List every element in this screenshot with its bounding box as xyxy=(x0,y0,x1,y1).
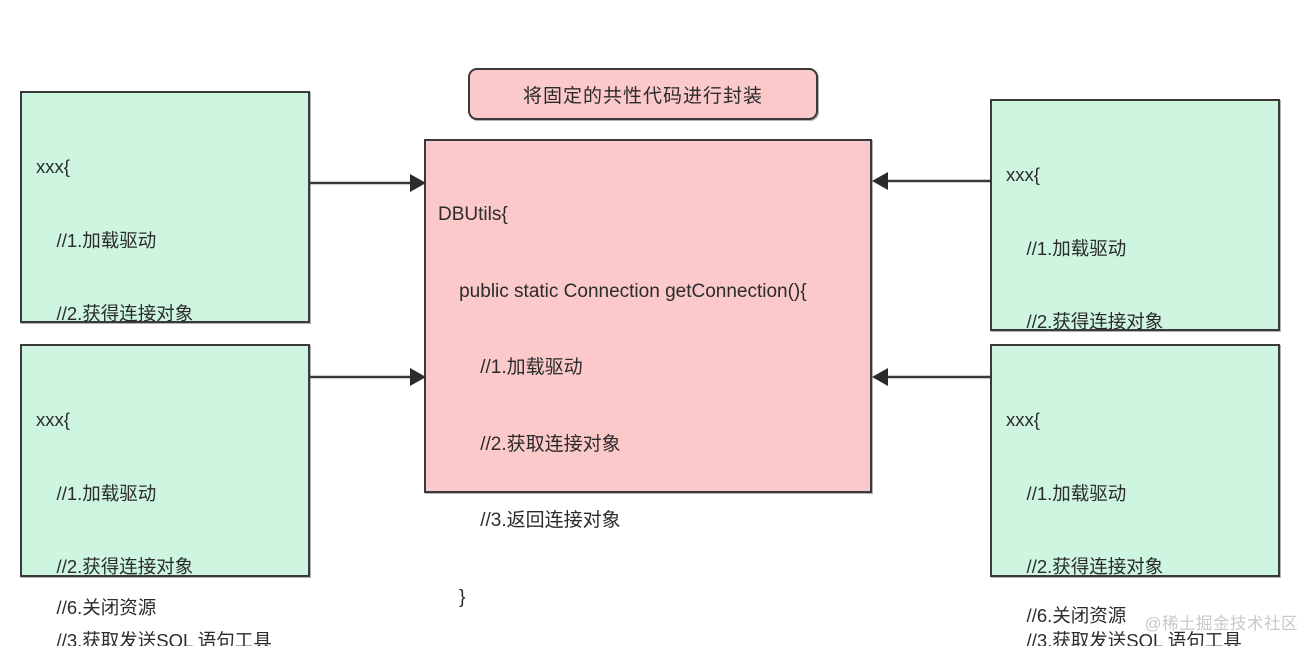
code-line: //1.加载驱动 xyxy=(1006,482,1127,504)
client-box-bottom-right: xxx{ //1.加载驱动 //2.获得连接对象 //3.获取发送SQL 语句工… xyxy=(990,344,1280,646)
client-code-bottom-left: xxx{ //1.加载驱动 //2.获得连接对象 //3.获取发送SQL 语句工… xyxy=(36,359,272,646)
code-line: public static Connection getConnection()… xyxy=(438,280,807,302)
code-line: //2.获得连接对象 xyxy=(36,556,194,577)
code-line: //1.加载驱动 xyxy=(438,357,583,378)
code-line: xxx{ xyxy=(36,409,70,430)
code-line: //1.加载驱动 xyxy=(1006,237,1127,259)
code-line: //3.获取发送SQL 语句工具 xyxy=(36,629,272,646)
dbutils-box: DBUtils{ public static Connection getCon… xyxy=(424,139,872,608)
code-line: xxx{ xyxy=(1006,164,1040,185)
code-line: //6.关闭资源 xyxy=(36,597,157,618)
client-box-top-right: xxx{ //1.加载驱动 //2.获得连接对象 //3.获取发送SQL 语句工… xyxy=(990,99,1280,626)
dbutils-code: DBUtils{ public static Connection getCon… xyxy=(438,151,858,646)
code-line: //2.获得连接对象 xyxy=(36,303,194,324)
code-line: //2.获取连接对象 xyxy=(438,433,621,455)
code-line: //1.加载驱动 xyxy=(36,482,157,504)
watermark: @稀土掘金技术社区 xyxy=(1144,615,1298,633)
client-box-bottom-left: xxx{ //1.加载驱动 //2.获得连接对象 //3.获取发送SQL 语句工… xyxy=(20,344,310,646)
arrow-top-right-to-dbutils xyxy=(872,172,992,190)
arrow-bottom-left-to-dbutils xyxy=(310,368,426,386)
arrow-bottom-right-to-dbutils xyxy=(872,368,992,386)
code-line: xxx{ xyxy=(1006,409,1040,430)
client-box-top-left: xxx{ //1.加载驱动 //2.获得连接对象 //3.获取发送SQL 语句工… xyxy=(20,91,310,618)
banner-label: 将固定的共性代码进行封装 xyxy=(522,85,763,107)
code-line: xxx{ xyxy=(36,156,70,177)
code-line: DBUtils{ xyxy=(438,204,508,225)
client-code-bottom-right: xxx{ //1.加载驱动 //2.获得连接对象 //3.获取发送SQL 语句工… xyxy=(1006,359,1242,646)
code-line: //3.返回连接对象 xyxy=(438,510,621,531)
arrow-top-left-to-dbutils xyxy=(310,174,426,192)
code-line: //3.获取发送SQL 语句工具 xyxy=(1006,629,1242,646)
code-line: //2.获得连接对象 xyxy=(1006,556,1164,577)
code-line: //6.关闭资源 xyxy=(1006,605,1127,626)
code-line: //1.加载驱动 xyxy=(36,229,157,251)
banner-encapsulate: 将固定的共性代码进行封装 xyxy=(468,68,818,120)
code-line: //2.获得连接对象 xyxy=(1006,311,1164,332)
code-line: } xyxy=(438,586,466,608)
